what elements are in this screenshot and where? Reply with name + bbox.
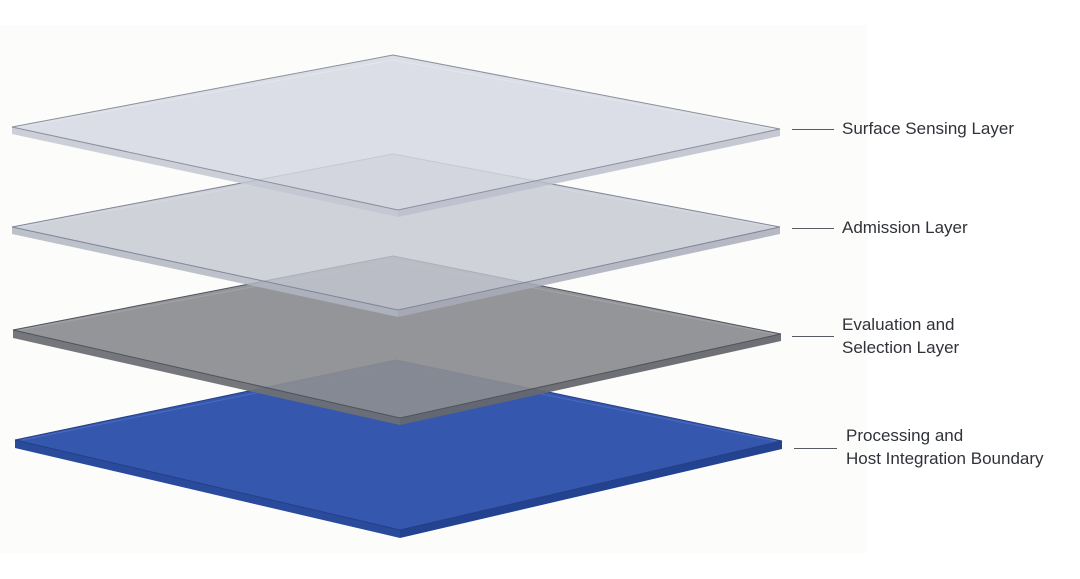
label-evaluation-selection-line-1: Evaluation and	[842, 315, 955, 334]
leader-line-evaluation-selection	[792, 336, 834, 337]
layer-surface-sensing	[11, 54, 781, 217]
label-surface-sensing-line-1: Surface Sensing Layer	[842, 119, 1014, 138]
leader-line-processing-host	[794, 448, 837, 449]
label-processing-host: Processing and Host Integration Boundary	[846, 424, 1044, 470]
label-processing-host-line-1: Processing and	[846, 426, 964, 445]
layer-processing-host	[14, 359, 783, 538]
label-surface-sensing: Surface Sensing Layer	[842, 117, 1014, 140]
label-evaluation-selection-line-2: Selection Layer	[842, 338, 960, 357]
label-processing-host-line-2: Host Integration Boundary	[846, 449, 1044, 468]
leader-line-admission	[792, 228, 834, 229]
label-admission-line-1: Admission Layer	[842, 218, 968, 237]
label-admission: Admission Layer	[842, 216, 968, 239]
leader-line-surface-sensing	[792, 129, 834, 130]
label-evaluation-selection: Evaluation and Selection Layer	[842, 313, 959, 359]
